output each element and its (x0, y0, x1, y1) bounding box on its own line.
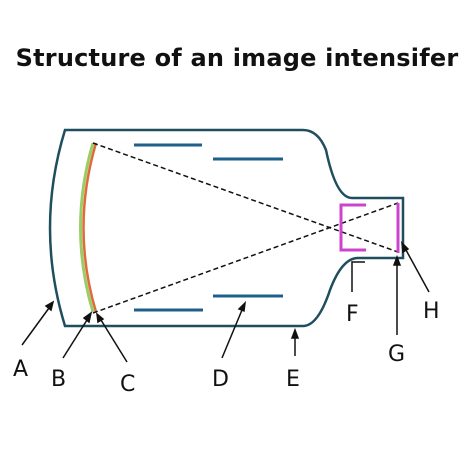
diagram-title: Structure of an image intensifer (15, 44, 459, 72)
electron-path-bottom (92, 202, 399, 314)
label-h: H (423, 299, 440, 324)
input-phosphor (79, 142, 95, 313)
label-pointers (21, 240, 430, 363)
label-b: B (51, 367, 66, 392)
electron-path-top (92, 142, 399, 253)
label-e: E (286, 367, 300, 392)
tube-envelope (48, 128, 405, 328)
label-g: G (388, 342, 405, 367)
label-c: C (120, 372, 135, 397)
label-a: A (13, 357, 28, 382)
label-d: D (212, 367, 229, 392)
anode (339, 203, 366, 252)
label-f: F (346, 302, 359, 327)
photocathode (82, 142, 98, 313)
